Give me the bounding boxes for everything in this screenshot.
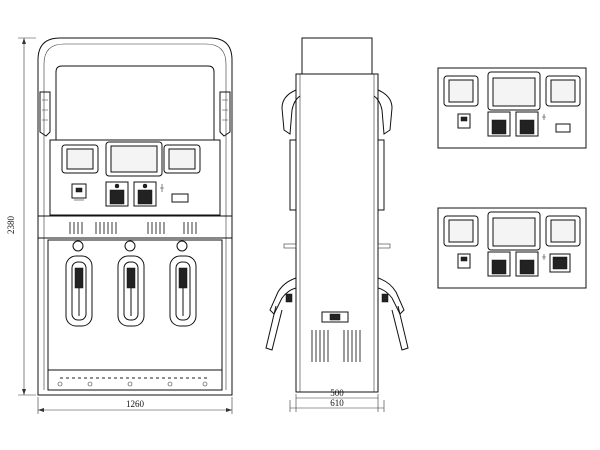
side-view <box>265 37 409 393</box>
front-width-dimension: 1260 <box>37 397 233 414</box>
fuel-symbol <box>160 184 164 192</box>
side-nozzle-right <box>219 91 231 137</box>
side-upper-arm-right <box>373 89 393 135</box>
nozzle-holder-1 <box>65 240 93 327</box>
front-width-label: 1260 <box>126 399 145 409</box>
front-vent-band <box>69 222 197 234</box>
top-panel-variant-a <box>437 67 587 149</box>
side-width-dimensions: 500 610 <box>289 388 385 412</box>
side-inner-width-label: 500 <box>330 388 344 398</box>
keypad-left <box>105 181 129 207</box>
nozzle-holder-3 <box>169 240 197 327</box>
height-label: 2380 <box>6 216 16 235</box>
side-nozzle-lower-right <box>377 277 409 351</box>
front-main-screen <box>105 141 163 177</box>
card-reader <box>71 183 87 201</box>
side-outer-width-label: 610 <box>330 398 344 408</box>
front-view <box>37 37 233 396</box>
top-panel-variant-b <box>437 207 587 289</box>
side-nozzle-left <box>39 91 51 137</box>
keypad-right <box>133 181 157 207</box>
receipt-slot <box>171 193 189 203</box>
side-nozzle-lower-left <box>265 277 297 351</box>
side-vents <box>311 330 361 362</box>
front-left-screen <box>61 144 99 174</box>
front-right-screen <box>163 144 201 174</box>
side-upper-arm-left <box>281 89 301 135</box>
nozzle-holder-2 <box>117 240 145 327</box>
height-dimension: 2380 <box>6 37 36 396</box>
